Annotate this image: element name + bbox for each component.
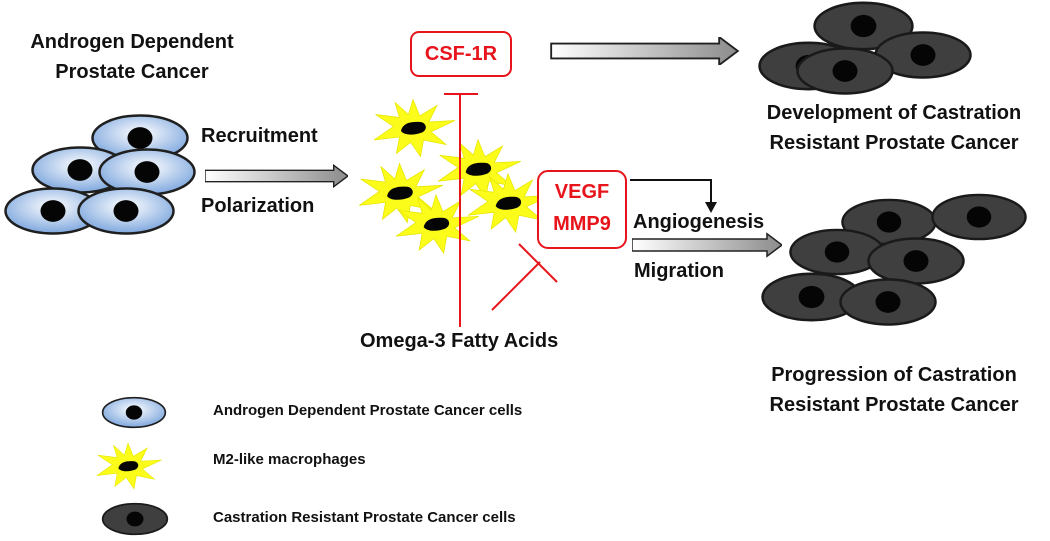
- elbow-arrowhead-icon: [705, 202, 717, 213]
- t-bar-inhibition-icon: [518, 243, 558, 283]
- legend-item-crpc-label: Castration Resistant Prostate Cancer cel…: [213, 509, 516, 526]
- development-crpc-cluster: [758, 1, 972, 95]
- recruitment-label: Recruitment: [201, 125, 318, 147]
- legend-item-macrophage-label: M2-like macrophages: [213, 451, 366, 468]
- gray-block-arrow-icon: [632, 232, 782, 258]
- adpc-title-line1: Androgen Dependent: [30, 31, 234, 53]
- mmp9-label: MMP9: [553, 213, 611, 235]
- adpc-title-line2: Prostate Cancer: [55, 61, 209, 83]
- dark-ellipse-cell-icon: [931, 193, 1027, 241]
- development-title-line1: Development of Castration: [766, 102, 1022, 124]
- legend-dark-ellipse-cell-icon: [101, 502, 169, 536]
- adpc-title: Androgen Dependent Prostate Cancer: [2, 27, 262, 87]
- legend-blue-ellipse-cell-icon: [101, 396, 167, 429]
- dark-ellipse-cell-icon: [839, 278, 937, 326]
- vegf-mmp9-labels: VEGF MMP9: [538, 176, 626, 240]
- migration-label: Migration: [634, 260, 724, 282]
- blue-ellipse-cell-icon: [77, 187, 175, 235]
- polarization-label: Polarization: [201, 195, 315, 217]
- development-title: Development of Castration Resistant Pros…: [738, 98, 1050, 158]
- blue-ellipse-cell-icon: [98, 148, 196, 196]
- elbow-connector: [630, 179, 712, 206]
- legend-item-adpc-label: Androgen Dependent Prostate Cancer cells: [213, 402, 523, 419]
- omega3-label: Omega-3 Fatty Acids: [360, 330, 559, 352]
- gray-block-arrow-icon: [205, 164, 348, 188]
- progression-title-line1: Progression of Castration: [771, 364, 1017, 386]
- gray-block-arrow-icon: [550, 37, 739, 65]
- macrophage-cluster: [358, 99, 552, 254]
- omega3-vegf-inhibition-line: [491, 261, 541, 311]
- legend-yellow-star-macrophage-icon: [96, 442, 162, 490]
- dark-ellipse-cell-icon: [867, 237, 965, 285]
- vegf-label: VEGF: [554, 181, 610, 203]
- yellow-star-macrophage-icon: [373, 99, 456, 157]
- progression-title: Progression of Castration Resistant Pros…: [738, 360, 1050, 420]
- progression-crpc-cluster: [761, 193, 1027, 326]
- progression-title-line2: Resistant Prostate Cancer: [769, 394, 1019, 416]
- development-title-line2: Resistant Prostate Cancer: [769, 132, 1019, 154]
- adpc-cell-cluster: [4, 114, 196, 235]
- csf1r-label: CSF-1R: [424, 43, 498, 65]
- dark-ellipse-cell-icon: [796, 47, 894, 95]
- vegf-mmp9-box: [537, 170, 627, 249]
- angiogenesis-label: Angiogenesis: [633, 211, 765, 233]
- csf1r-box: [410, 31, 512, 77]
